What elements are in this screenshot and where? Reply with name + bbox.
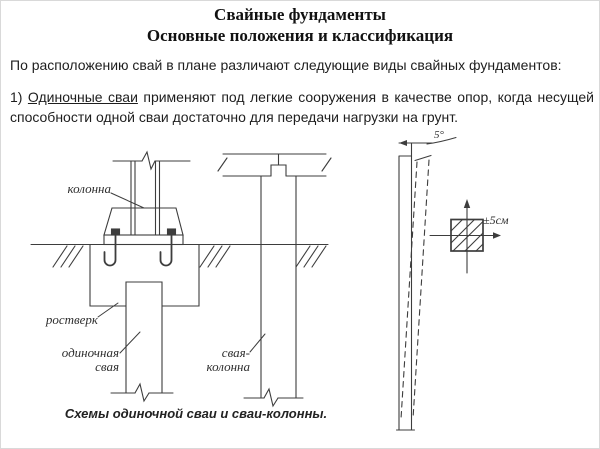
label-single-pile: одиночная свая bbox=[61, 345, 119, 374]
item1-line1-rest: применяют под легкие сооружения в качест… bbox=[143, 89, 595, 105]
label-column: колонна bbox=[67, 181, 112, 196]
tolerance-pile-group bbox=[395, 137, 457, 431]
slide-title-line1: Свайные фундаменты bbox=[214, 5, 386, 24]
ground-line bbox=[30, 243, 329, 268]
intro-paragraph: По расположению свай в плане различают с… bbox=[10, 57, 562, 73]
grillage-group bbox=[89, 243, 200, 403]
item1-line2: способности одной сваи достаточно для пе… bbox=[10, 108, 458, 125]
item1-number: 1) bbox=[10, 89, 23, 105]
label-offset-tolerance: ±5см bbox=[483, 213, 509, 227]
pile-column-group bbox=[217, 153, 332, 408]
label-grillage: ростверк bbox=[45, 312, 98, 327]
column-group bbox=[103, 150, 191, 267]
label-angle-tolerance: 5° bbox=[434, 129, 444, 141]
item1-paragraph: 1) Одиночные сваи применяют под легкие с… bbox=[10, 88, 594, 127]
item1-line1: 1) Одиночные сваи применяют под легкие с… bbox=[10, 88, 594, 108]
item1-term: Одиночные сваи bbox=[27, 89, 138, 105]
slide-title-line2: Основные положения и классификация bbox=[146, 26, 454, 45]
leader-lines bbox=[97, 192, 266, 354]
pile-foundation-diagram bbox=[30, 137, 501, 431]
offset-tolerance-symbol bbox=[429, 199, 501, 274]
figure-caption: Схемы одиночной сваи и сваи-колонны. bbox=[64, 406, 328, 421]
label-pile-column: свая- колонна bbox=[206, 345, 251, 374]
